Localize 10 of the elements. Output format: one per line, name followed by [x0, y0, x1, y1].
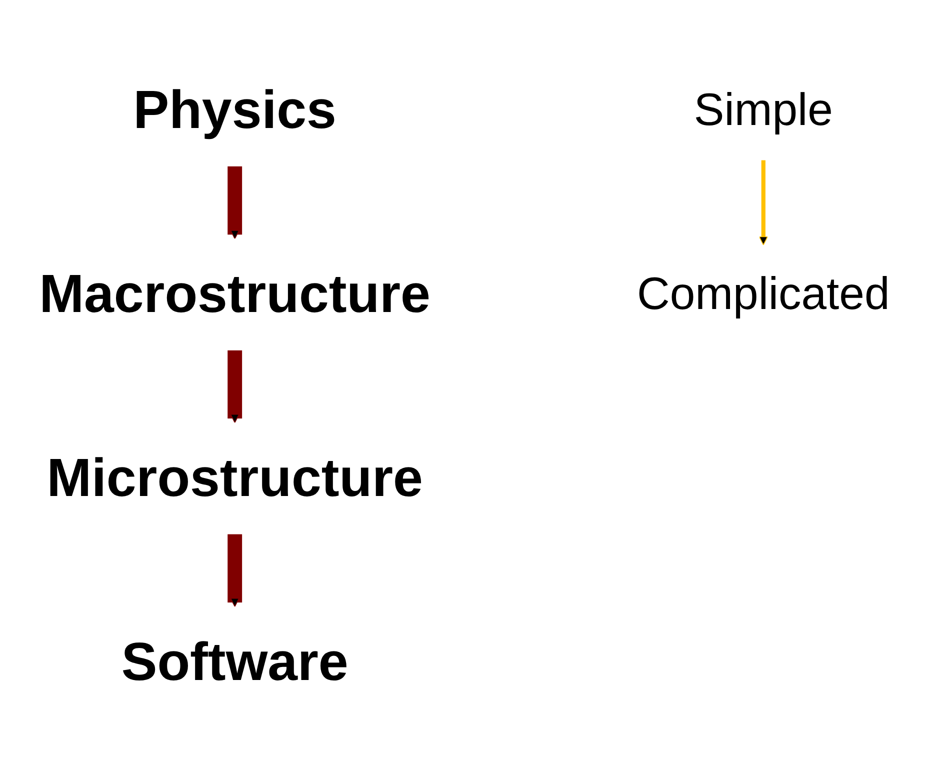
arrow [758, 160, 768, 246]
node-text: Microstructure [46, 448, 423, 508]
arrow [228, 533, 242, 607]
arrow [228, 349, 242, 424]
node-text: Simple [694, 84, 833, 136]
node-text: Software [121, 632, 348, 692]
node-text: Physics [133, 80, 336, 141]
node-text: Macrostructure [39, 264, 430, 325]
arrow [228, 165, 242, 240]
node-text: Complicated [637, 268, 890, 320]
